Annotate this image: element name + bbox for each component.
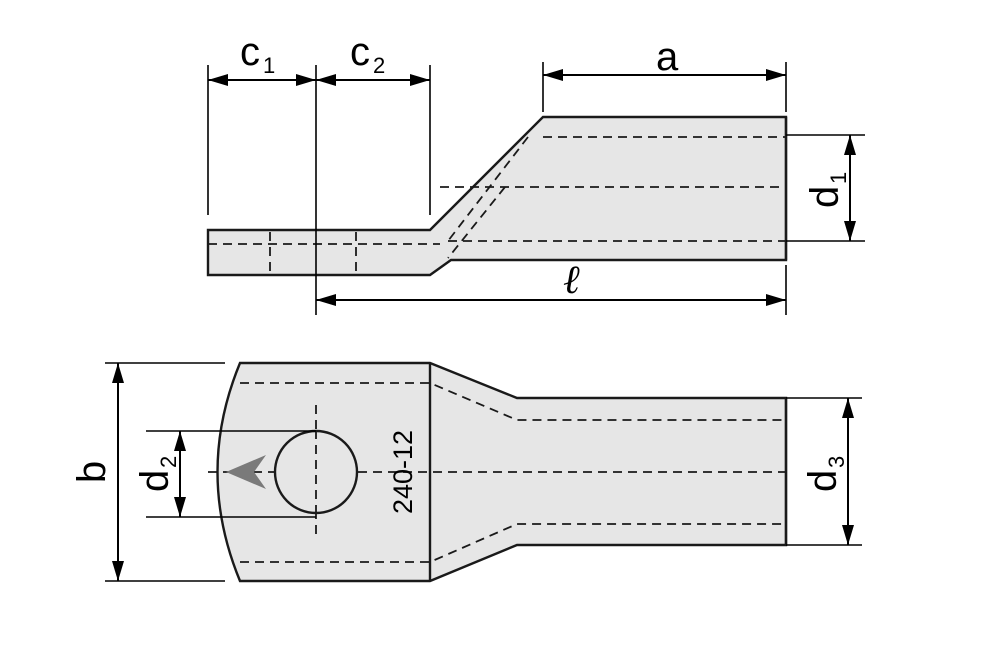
c1-label: c <box>240 30 260 74</box>
c2-label: c <box>350 30 370 74</box>
c1-subscript: 1 <box>263 53 275 78</box>
top-upper-dash <box>240 382 786 421</box>
dimension-l: ℓ <box>316 257 787 315</box>
dimension-d3: d 3 <box>786 397 862 546</box>
dimension-d2: d 2 <box>133 430 316 518</box>
top-view: 240-12 <box>208 361 788 583</box>
d2-label: d <box>133 470 177 492</box>
dimension-d1: d 1 <box>786 134 865 242</box>
dimension-a: a <box>542 35 787 112</box>
size-marking: 240-12 <box>388 430 418 514</box>
d3-subscript: 3 <box>824 456 849 468</box>
side-view-outline <box>206 115 788 277</box>
d1-subscript: 1 <box>826 172 851 184</box>
a-label: a <box>656 35 679 79</box>
dimension-b: b <box>70 362 225 582</box>
top-lower-dash <box>240 523 786 563</box>
side-bore-slope-dash-2 <box>447 186 506 259</box>
bolt-hole <box>273 429 359 515</box>
dimension-c1-c2: c 1 c 2 <box>207 30 431 315</box>
side-view <box>206 115 788 277</box>
b-label: b <box>70 461 114 483</box>
d1-label: d <box>803 186 847 208</box>
arrowhead-logo-icon <box>226 455 266 489</box>
side-bore-slope-dash <box>447 136 529 242</box>
d3-label: d <box>801 470 845 492</box>
d2-subscript: 2 <box>156 456 181 468</box>
l-label: ℓ <box>563 257 580 302</box>
c2-subscript: 2 <box>373 53 385 78</box>
